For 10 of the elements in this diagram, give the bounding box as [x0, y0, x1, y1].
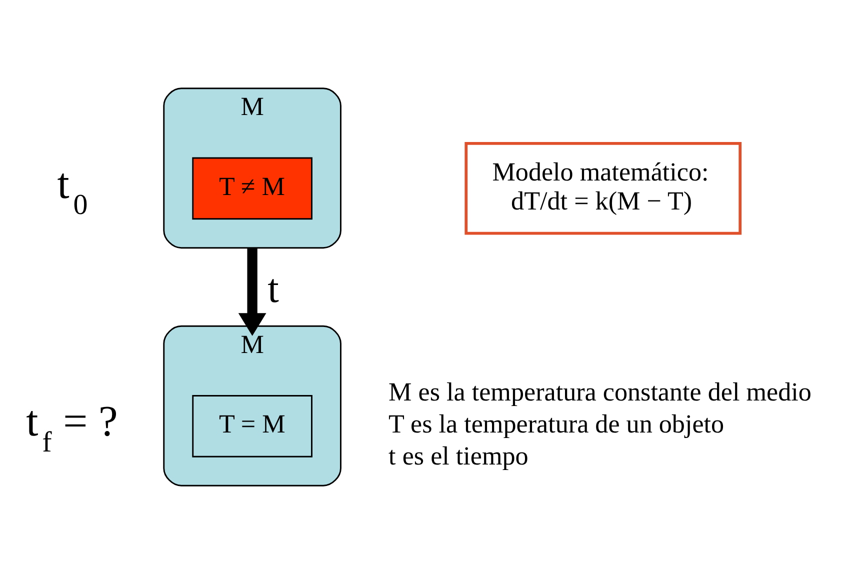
node-box: T ≠ M [192, 157, 312, 220]
node-box: Modelo matemático: dT/dt = k(M − T) [464, 142, 742, 235]
node-label: t$_{0}$ [57, 160, 88, 221]
node-label: t$_{f}$ = ? [26, 398, 118, 459]
edge-label: t [268, 266, 279, 312]
label: t es el tiempo [388, 441, 528, 470]
label: M es la temperatura constante del medio [388, 378, 812, 407]
node-box: T = M [192, 395, 312, 458]
arrow [238, 248, 266, 336]
label: T es la temperatura de un objeto [388, 410, 724, 439]
